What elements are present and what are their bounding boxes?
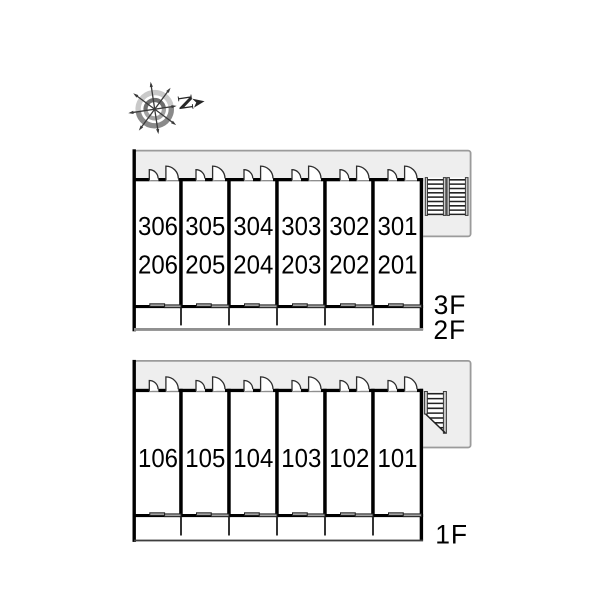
svg-text:3F: 3F	[434, 290, 467, 320]
svg-text:N: N	[173, 93, 199, 112]
svg-text:301: 301	[378, 214, 418, 242]
svg-text:106: 106	[138, 445, 178, 473]
svg-text:103: 103	[281, 445, 321, 473]
svg-text:1F: 1F	[435, 519, 468, 549]
svg-text:303: 303	[281, 214, 321, 242]
svg-text:101: 101	[378, 445, 418, 473]
svg-text:305: 305	[185, 214, 225, 242]
svg-text:202: 202	[329, 252, 369, 280]
svg-text:306: 306	[138, 214, 178, 242]
svg-text:102: 102	[329, 445, 369, 473]
svg-text:203: 203	[281, 252, 321, 280]
svg-text:104: 104	[233, 445, 273, 473]
svg-text:201: 201	[378, 252, 418, 280]
svg-text:206: 206	[138, 252, 178, 280]
svg-text:304: 304	[233, 214, 273, 242]
svg-text:2F: 2F	[433, 315, 466, 345]
svg-text:105: 105	[185, 445, 225, 473]
svg-text:302: 302	[329, 214, 369, 242]
svg-text:204: 204	[233, 252, 273, 280]
svg-text:205: 205	[185, 252, 225, 280]
